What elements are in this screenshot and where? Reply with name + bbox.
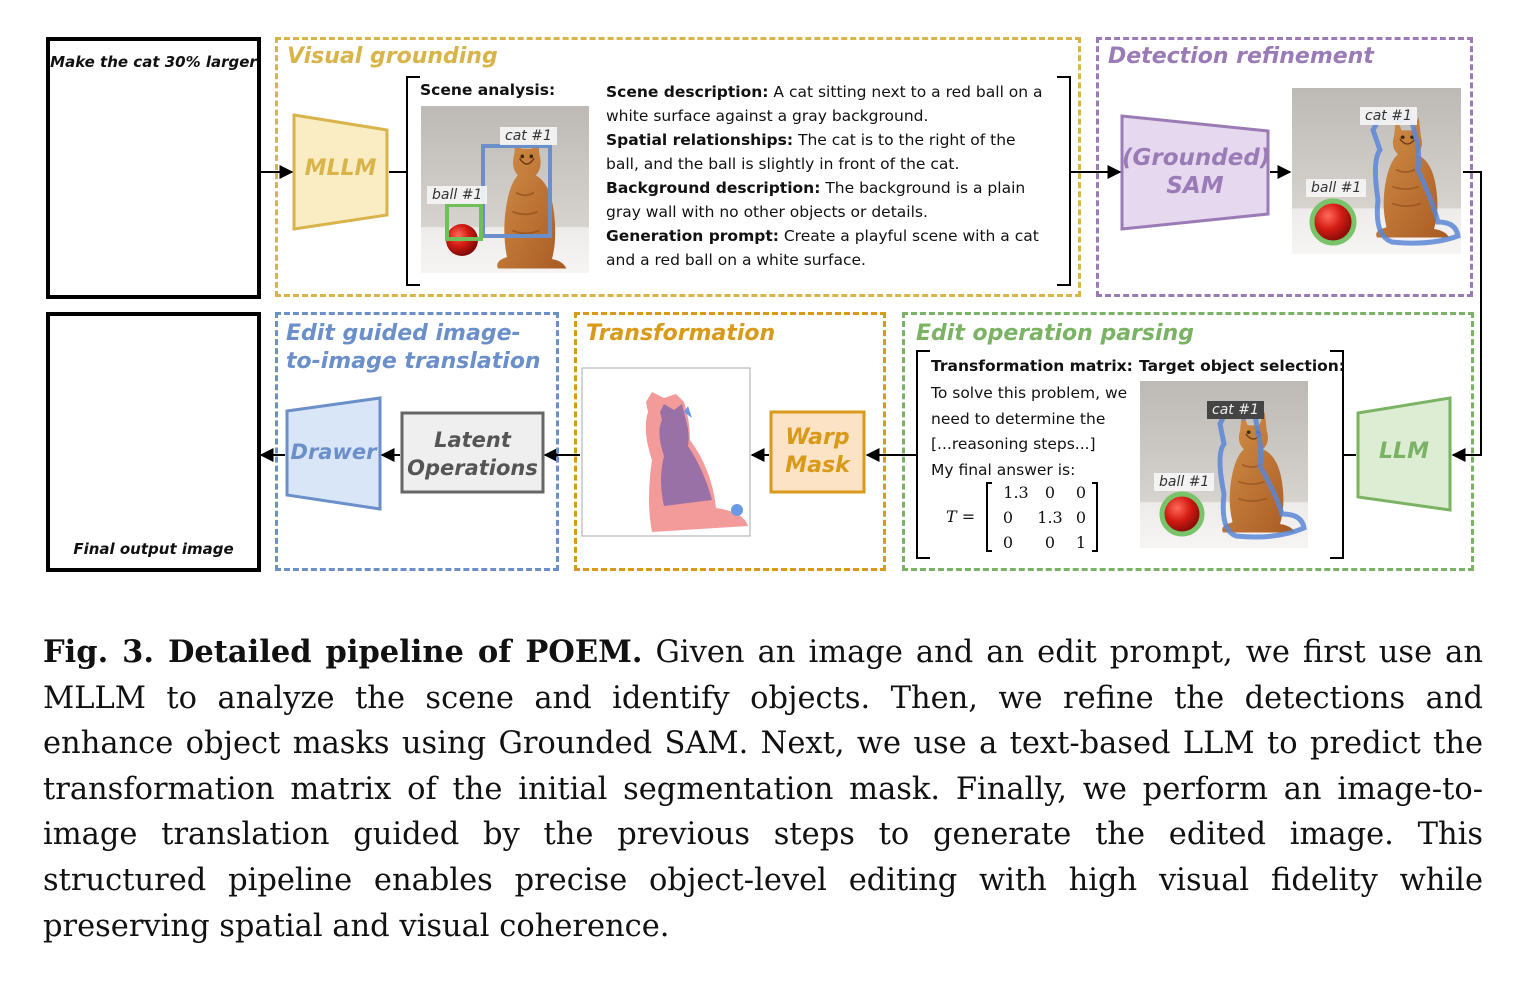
cat-tag-refined: cat #1 [1360,107,1417,125]
mllm-label: MLLM [304,156,377,181]
ball-tag-refined: ball #1 [1306,179,1367,197]
visual-grounding-title: Visual grounding [287,44,498,69]
warp-mask-block [769,410,866,494]
ball-bbox [445,203,483,241]
matrix-cell: 0 [1075,483,1087,502]
target-selection-heading: Target object selection: [1139,357,1346,375]
latent-label-line1: Latent [434,428,511,452]
reasoning-text: To solve this problem, we need to determ… [931,381,1131,483]
edit-translation-title: Edit guided image-to-image translation [286,321,541,374]
llm-block [1356,396,1452,512]
matrix-cell: 0 [1075,508,1087,527]
input-image-frame: Make the cat 30% larger [46,37,261,299]
llm-label: LLM [1379,439,1429,464]
latent-operations-label: Latent Operations [402,426,543,482]
matrix-cell: 0 [1044,533,1056,552]
drawer-label: Drawer [290,440,377,464]
sam-label: (Grounded) SAM [1122,144,1271,200]
warp-mask-label: Warp Mask [771,424,864,480]
matrix-cell: 1.3 [1037,508,1063,527]
visual-grounding-section [275,37,1081,297]
reasoning-line: My final answer is: [931,460,1076,479]
matrix-brackets [986,482,1098,552]
generation-prompt: Generation prompt: Create a playful scen… [606,227,1039,269]
detection-refinement-section [1096,37,1473,297]
scene-analysis-text: Scene description: A cat sitting next to… [606,80,1051,272]
spatial-relationships: Spatial relationships: The cat is to the… [606,131,1016,173]
reasoning-line: [...reasoning steps...] [931,435,1096,453]
mllm-block [292,113,389,231]
latent-operations-block [400,411,545,494]
sam-block [1120,114,1270,231]
ball-tag-selection: ball #1 [1154,473,1215,491]
drawer-block [285,396,382,511]
matrix-cell: 1 [1075,533,1087,552]
cat-tag-selection: cat #1 [1207,401,1264,419]
background-description: Background description: The background i… [606,179,1026,221]
transformation-title: Transformation [586,321,776,346]
caption-title: Fig. 3. Detailed pipeline of POEM. [43,634,643,670]
warp-label-line1: Warp [785,425,850,450]
matrix-cell: 0 [1002,533,1014,552]
latent-label-line2: Operations [407,456,538,480]
reasoning-line: need to determine the [931,409,1106,428]
matrix-symbol: T = [946,507,976,526]
output-image-label: Final output image [73,540,234,558]
figure-caption: Fig. 3. Detailed pipeline of POEM. Given… [43,630,1483,949]
matrix-cell: 1.3 [1003,483,1029,502]
sam-label-line2: SAM [1166,173,1224,199]
ball-tag-scene: ball #1 [427,186,488,204]
edit-parsing-title: Edit operation parsing [916,321,1194,346]
sam-label-line1: (Grounded) [1122,145,1271,171]
cat-tag-scene: cat #1 [500,127,557,145]
reasoning-line: To solve this problem, we [931,384,1128,402]
detection-refinement-title: Detection refinement [1108,44,1374,69]
warped-mask-image [581,367,751,537]
scene-description: Scene description: A cat sitting next to… [606,83,1043,125]
warp-label-line2: Mask [785,453,850,478]
caption-body: Given an image and an edit prompt, we fi… [43,635,1483,944]
output-image-frame: Final output image [46,312,261,572]
transformation-matrix-heading: Transformation matrix: [931,357,1133,375]
matrix-cell: 0 [1044,483,1056,502]
edit-translation-section [275,312,559,571]
transformation-section [574,312,886,571]
matrix-cell: 0 [1002,508,1014,527]
edit-parsing-section [902,312,1474,571]
scene-analysis-heading: Scene analysis: [420,81,556,99]
edit-prompt-label: Make the cat 30% larger [50,53,257,71]
